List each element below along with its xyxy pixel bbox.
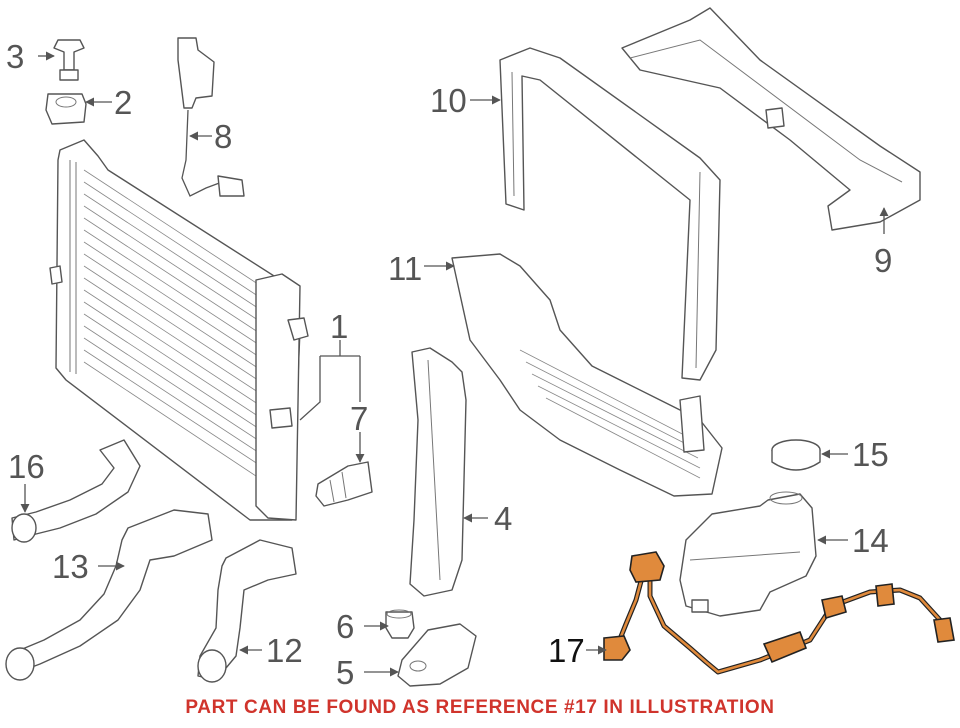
callout-4: 4: [494, 500, 512, 537]
leader-lines: [20, 51, 889, 677]
part-12-hose: [197, 539, 297, 683]
part-13-hose: [5, 509, 213, 681]
callout-6: 6: [336, 608, 354, 645]
part-7-plug: [315, 461, 373, 507]
part-2-grommet: [45, 93, 87, 125]
part-15-cap: [771, 439, 821, 471]
callout-9: 9: [874, 242, 892, 279]
callout-16: 16: [8, 448, 45, 485]
callout-11: 11: [388, 250, 422, 287]
part-14-expansion-tank: [679, 491, 817, 617]
callout-10: 10: [430, 82, 467, 119]
callout-7: 7: [350, 400, 368, 437]
callout-17: 17: [548, 632, 585, 669]
part-5-bracket: [397, 623, 477, 687]
callout-2: 2: [114, 84, 132, 121]
part-3-clip: [53, 39, 85, 81]
callout-15: 15: [852, 436, 889, 473]
part-4-air-guide: [409, 347, 467, 597]
part-11-shutter: [451, 253, 723, 497]
callout-12: 12: [266, 632, 303, 669]
callout-3: 3: [6, 38, 24, 75]
callout-14: 14: [852, 522, 889, 559]
radiator: [49, 139, 309, 521]
part-9-crossmember: [621, 7, 921, 231]
reference-note: PART CAN BE FOUND AS REFERENCE #17 IN IL…: [185, 697, 775, 718]
part-17-sensor-harness: [603, 551, 955, 675]
part-6-grommet: [385, 609, 415, 639]
callout-1: 1: [330, 308, 348, 345]
part-16-hose: [11, 439, 141, 543]
callout-8: 8: [214, 118, 232, 155]
part-10-shroud-frame: [499, 47, 721, 381]
part-8-sensor-wire: [177, 37, 245, 197]
callout-5: 5: [336, 654, 354, 691]
callout-13: 13: [52, 548, 89, 585]
